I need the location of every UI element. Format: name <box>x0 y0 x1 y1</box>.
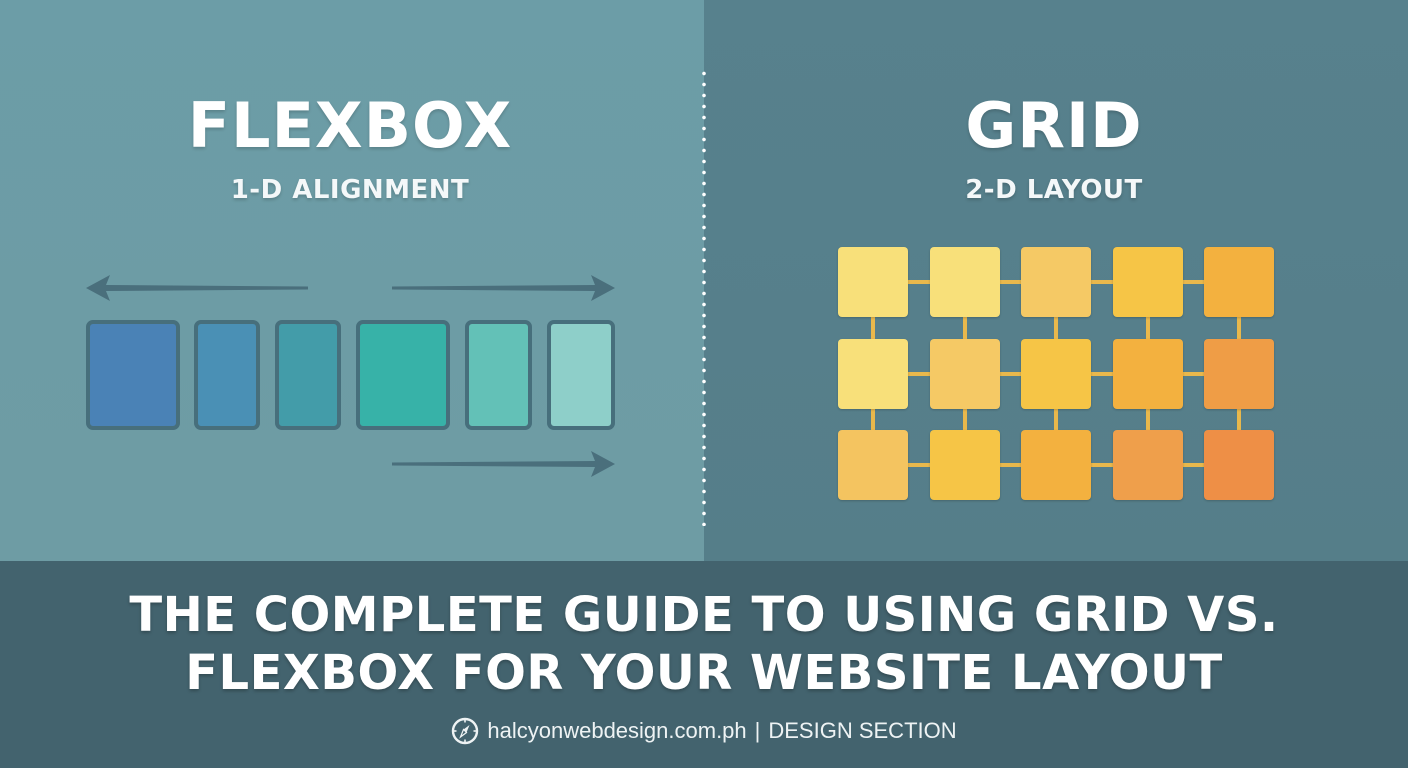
banner-line-1: THE COMPLETE GUIDE TO USING GRID VS. <box>129 587 1279 643</box>
flexbox-subtitle: 1-D ALIGNMENT <box>230 175 470 205</box>
arrow-left-icon <box>86 275 308 301</box>
grid-cell <box>1112 247 1183 317</box>
grid-cell <box>929 430 1000 500</box>
flex-item-box <box>194 320 260 430</box>
flex-item-box <box>86 320 180 430</box>
banner-line-2: FLEXBOX FOR YOUR WEBSITE LAYOUT <box>185 645 1223 701</box>
flex-item-box <box>465 320 532 430</box>
footer-credit: halcyonwebdesign.com.ph | DESIGN SECTION <box>0 714 1408 748</box>
grid-cell <box>1204 430 1274 500</box>
grid-cell <box>838 430 908 500</box>
grid-cell <box>838 338 908 409</box>
flexbox-title: FLEXBOX <box>187 89 513 162</box>
grid-cell <box>1021 430 1091 500</box>
banner-title: THE COMPLETE GUIDE TO USING GRID VS. FLE… <box>0 586 1408 702</box>
grid-cell <box>1021 338 1091 409</box>
grid-cell <box>1112 430 1183 500</box>
flex-item-box <box>356 320 450 430</box>
footer-site: halcyonwebdesign.com.ph <box>487 718 747 743</box>
arrow-right-icon <box>392 451 615 477</box>
grid-cell <box>1204 247 1274 317</box>
grid-subtitle: 2-D LAYOUT <box>965 175 1143 205</box>
grid-cell <box>929 338 1000 409</box>
flex-item-box <box>547 320 615 430</box>
footer-section: DESIGN SECTION <box>768 718 957 743</box>
grid-illustration <box>838 247 1274 500</box>
grid-cell <box>929 247 1000 317</box>
flex-item-box <box>275 320 341 430</box>
grid-cell <box>838 247 908 317</box>
footer-separator: | <box>754 718 761 743</box>
grid-title: GRID <box>965 89 1143 162</box>
grid-cell <box>1021 247 1091 317</box>
grid-cell <box>1204 338 1274 409</box>
dotted-divider <box>702 68 706 526</box>
grid-cell <box>1112 338 1183 409</box>
compass-icon <box>451 717 479 745</box>
arrow-right-icon <box>392 275 615 301</box>
flexbox-panel <box>0 0 704 561</box>
